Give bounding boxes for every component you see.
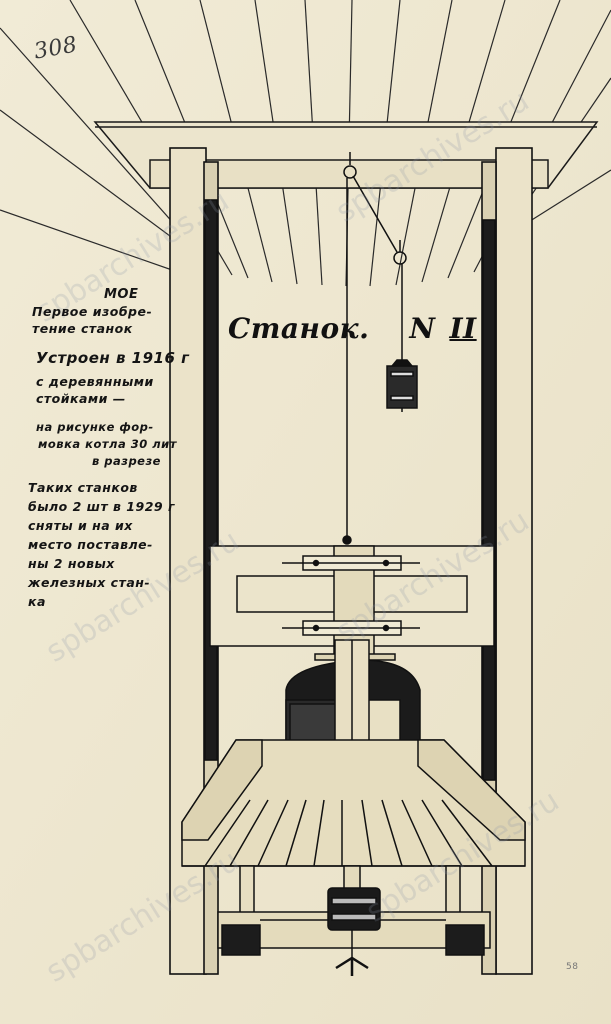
note-line: на рисунке фор-: [36, 420, 154, 434]
note-line: Таких станков: [28, 480, 138, 495]
platform: [181, 739, 526, 867]
top-beam: [93, 121, 599, 189]
note-line: в разрезе: [92, 454, 161, 468]
note-line: с деревянными: [36, 374, 154, 389]
note-line: место поставле-: [28, 537, 153, 552]
note-line: мовка котла 30 лит: [38, 437, 177, 451]
note-line: Первое изобре-: [32, 304, 153, 319]
corner-mark: 58: [566, 962, 579, 972]
note-line: тение станок: [32, 321, 133, 336]
frame-boards: [209, 545, 495, 661]
note-line: было 2 шт в 1929 г: [28, 499, 175, 514]
note-line: ка: [28, 594, 46, 609]
note-line: железных стан-: [28, 575, 151, 590]
note-line: стойками —: [36, 391, 126, 406]
title-roman-numeral: II: [449, 312, 477, 345]
note-line: Устроен в 1916 г: [36, 349, 190, 367]
note-line: ны 2 новых: [28, 556, 115, 571]
handwritten-notes: МОЕ Первое изобре- тение станок Устроен …: [22, 286, 190, 611]
title-word: Станок.: [228, 312, 370, 345]
title-number-sign: N: [409, 312, 436, 345]
note-line: сняты и на их: [28, 518, 133, 533]
flywheel: [327, 865, 381, 976]
note-line: МОЕ: [104, 287, 139, 302]
drawing-title: Станок. N II: [228, 312, 477, 345]
pulley-system: [342, 152, 418, 545]
